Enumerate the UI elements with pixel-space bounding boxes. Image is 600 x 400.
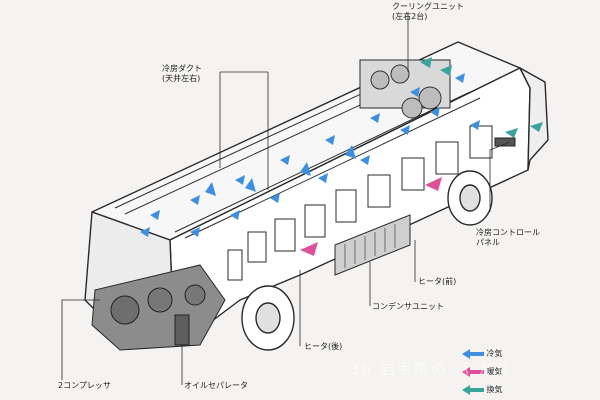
label-duct: 冷房ダクト (天井左右) [162,64,202,84]
wheels [241,170,493,351]
watermark: 3b 岩手県の バ かり [350,360,513,378]
legend-label-warm: 暖気 [486,367,503,376]
legend-label-cold: 冷気 [486,349,503,358]
leader-lines [61,12,511,385]
legend-item-warm: 暖気 [462,366,503,377]
oil-separator-label: オイルセパレータ [184,381,248,390]
duct-sub-label: (天井左右) [162,74,201,83]
cold-air-arrows [140,73,480,237]
legend-label-vent: 換気 [486,385,503,394]
heater-front-label: ヒータ(前) [418,277,457,286]
heater-rear-label: ヒータ(後) [304,342,343,351]
cooling-unit-label: クーリングユニット [392,2,464,11]
engine-compressor [91,264,226,351]
pink-arrow-icon [462,366,484,377]
label-control-panel: 冷房コントロール パネル [476,228,540,248]
windows [227,125,493,281]
control-panel-sub-label: パネル [476,238,500,247]
cooling-unit [359,59,451,119]
warm-air-arrows [300,177,442,256]
condenser-unit [334,214,411,276]
cooling-unit-sub-label: (左右2台) [392,12,428,21]
legend-item-vent: 換気 [462,384,503,395]
condenser-label: コンデンサユニット [372,302,444,311]
control-panel [494,137,516,147]
vent-arrows [420,57,543,138]
compressor-label: 2コンプレッサ [58,381,111,390]
label-cooling-unit: クーリングユニット (左右2台) [392,2,464,22]
blue-arrow-icon [462,348,484,359]
teal-arrow-icon [462,384,484,395]
control-panel-label: 冷房コントロール [476,228,540,237]
duct-label: 冷房ダクト [162,64,202,73]
legend-item-cold: 冷気 [462,348,503,359]
